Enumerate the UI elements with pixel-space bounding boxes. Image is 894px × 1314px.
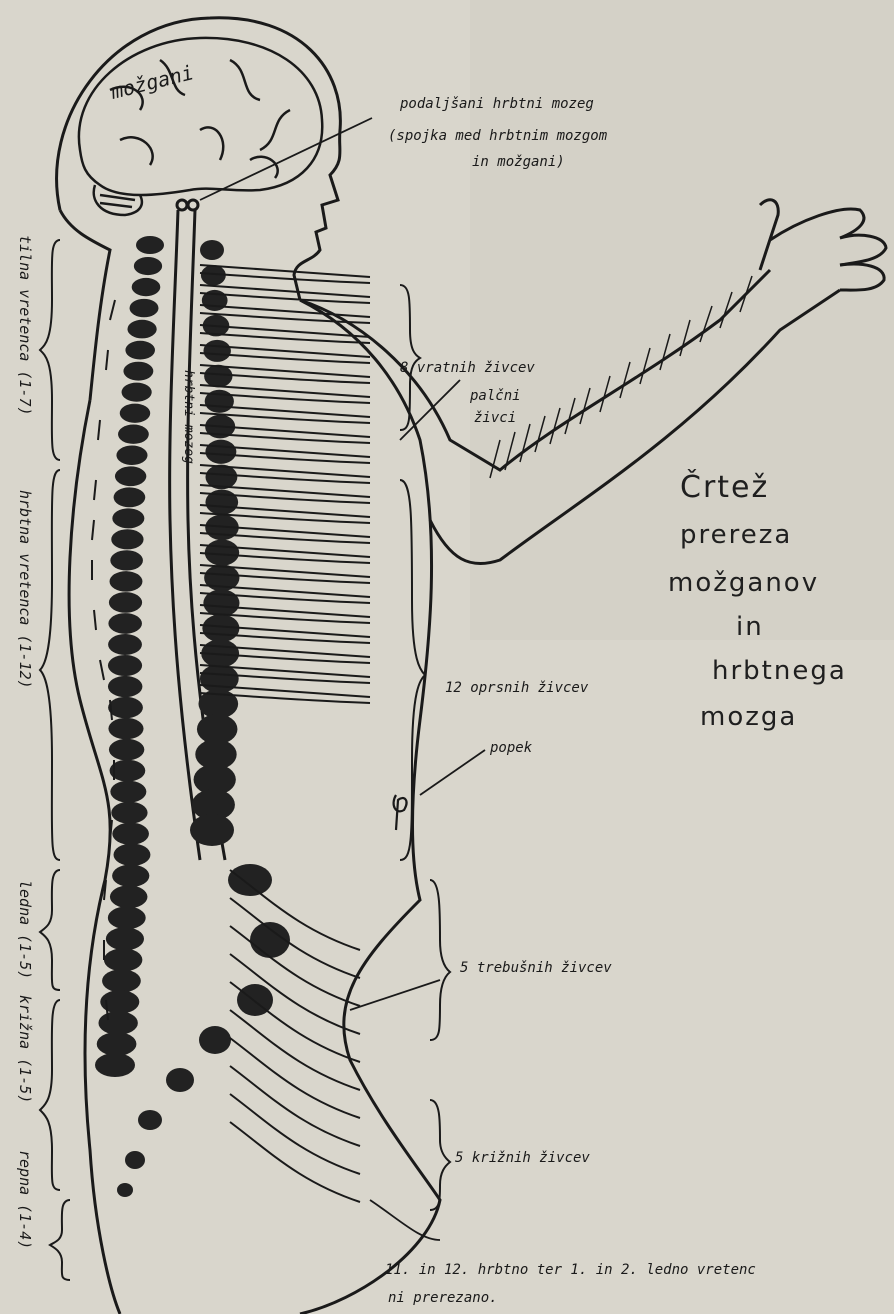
vertebral-body [204, 365, 232, 388]
sacral-vertebra [138, 1110, 162, 1130]
spine-label-sacral: križna (1-5) [16, 995, 34, 1103]
vertebral-body [200, 664, 239, 693]
vertebra [108, 697, 143, 718]
vertebra [108, 676, 142, 697]
vertebra [106, 927, 144, 950]
vertebral-body [190, 814, 234, 846]
vertebra [120, 404, 150, 423]
medulla-note-2: in možgani) [472, 154, 565, 170]
vertebra [118, 425, 149, 444]
sacral-vertebra [199, 1026, 231, 1054]
caption-line-1: 11. in 12. hrbtno ter 1. in 2. ledno vre… [385, 1262, 756, 1278]
vertebra [95, 1053, 135, 1077]
vertebra [111, 529, 143, 549]
spine-label-lumbar: ledna (1-5) [16, 880, 34, 979]
title-line-1: Črtež [680, 470, 769, 505]
sacral-vertebra [166, 1068, 194, 1092]
thumb-nerve-label-2: živci [474, 410, 516, 426]
medulla-label: podaljšani hrbtni mozeg [400, 96, 594, 112]
sacral-vertebra [117, 1183, 133, 1197]
vertebra [115, 466, 146, 486]
vertebra [127, 320, 156, 339]
vertebra [134, 257, 162, 275]
title-line-6: mozga [700, 702, 797, 732]
title-line-5: hrbtnega [712, 656, 847, 686]
vertebra [110, 781, 146, 803]
vertebra [123, 362, 153, 381]
cervical-nerves-label: 8 vratnih živcev [400, 360, 535, 376]
vertebra [108, 906, 146, 929]
vertebra [112, 864, 149, 887]
vertebra [112, 823, 149, 845]
vertebra [110, 550, 143, 570]
vertebra [114, 844, 151, 866]
spinal-cord-label: hrbtni mozeg [181, 370, 196, 464]
title-line-4: in [736, 612, 764, 642]
caption-line-2: ni prerezano. [388, 1290, 498, 1306]
vertebra [110, 885, 148, 908]
thoracic-nerves-label: 12 oprsnih živcev [445, 680, 588, 696]
vertebral-body [203, 340, 230, 362]
vertebra [132, 278, 161, 296]
vertebral-body [205, 440, 236, 464]
vertebra [130, 299, 159, 317]
lumbar-nerves-label: 5 trebušnih živcev [460, 960, 612, 976]
sacral-vertebra [228, 864, 272, 896]
vertebral-body [200, 240, 224, 260]
sacral-nerves-label: 5 križnih živcev [455, 1150, 590, 1166]
sacral-vertebra [125, 1151, 145, 1169]
vertebra [98, 1011, 137, 1035]
vertebra [112, 508, 144, 528]
spine-label-cervical: tilna vretenca (1-7) [16, 235, 34, 416]
vertebra [97, 1032, 137, 1056]
vertebra [108, 613, 142, 634]
vertebra [108, 718, 143, 740]
spine-label-coccygeal: repna (1-4) [16, 1150, 34, 1249]
title-line-2: prereza [680, 520, 792, 550]
vertebra [104, 948, 142, 971]
vertebra [125, 341, 155, 360]
medulla-note-1: (spojka med hrbtnim mozgom [388, 128, 607, 144]
vertebra [108, 634, 142, 655]
vertebra [136, 236, 164, 254]
vertebra [108, 655, 142, 676]
vertebra [114, 487, 146, 507]
vertebra [116, 445, 147, 465]
title-line-3: možganov [668, 568, 819, 598]
vertebra [102, 969, 141, 992]
vertebra [109, 739, 144, 761]
vertebra [122, 383, 152, 402]
navel-label: popek [490, 740, 532, 756]
thumb-nerve-label-1: palčni [470, 388, 521, 404]
spine-label-thoracic: hrbtna vretenca (1-12) [16, 490, 34, 689]
vertebra [110, 571, 143, 591]
vertebra [109, 592, 142, 613]
vertebra [111, 802, 147, 824]
vertebral-body [205, 539, 239, 565]
